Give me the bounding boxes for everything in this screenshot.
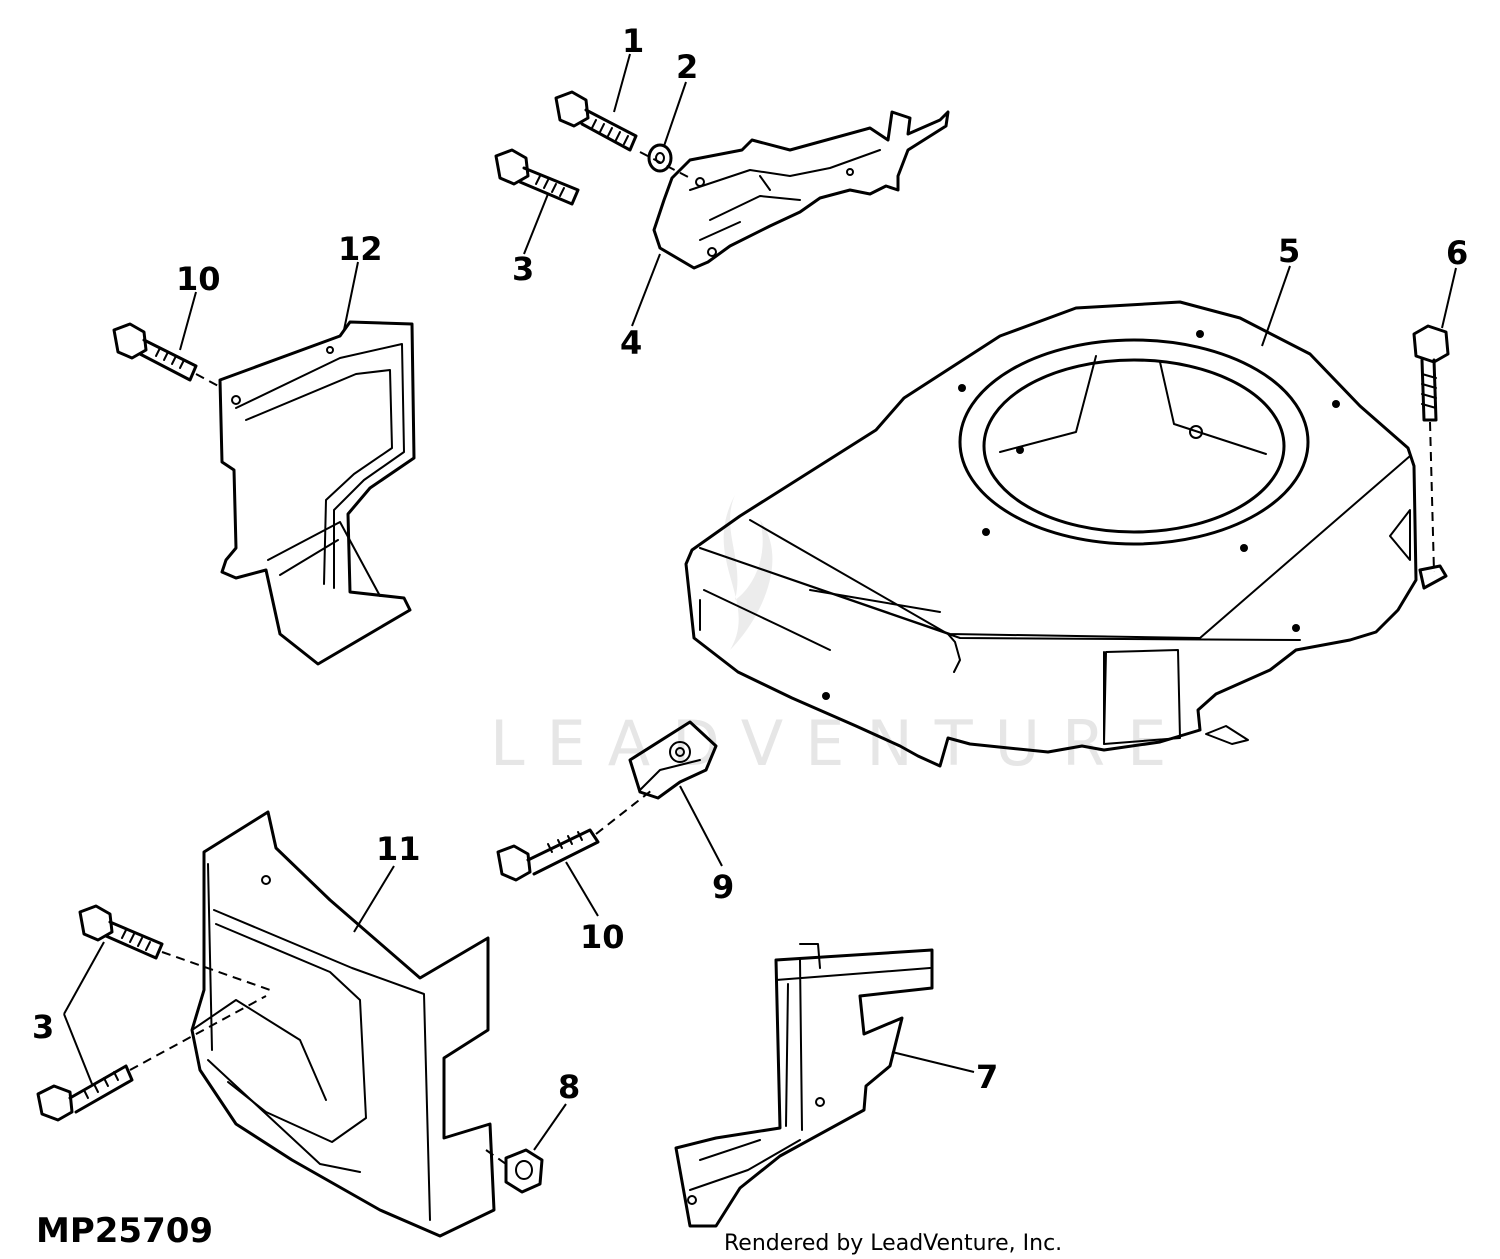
callout-10-top: 10: [176, 260, 221, 298]
watermark-text: LEADVENTURE: [490, 707, 1188, 780]
callout-10-middle: 10: [580, 918, 625, 956]
bolt-part-3-top: [494, 148, 580, 206]
bracket-part-4: [652, 110, 950, 270]
callout-5: 5: [1278, 232, 1300, 270]
callout-3-top: 3: [512, 250, 534, 288]
watermark-logo: [723, 495, 773, 650]
callout-11: 11: [376, 830, 421, 868]
callout-8: 8: [558, 1068, 580, 1106]
blower-housing-part-5: [684, 300, 1448, 768]
callout-7: 7: [976, 1058, 998, 1096]
clip-part-9: [628, 720, 718, 800]
bracket-part-7: [674, 943, 934, 1228]
callout-9: 9: [712, 868, 734, 906]
render-credit: Rendered by LeadVenture, Inc.: [724, 1231, 1062, 1256]
callout-3-lower: 3: [32, 1008, 54, 1046]
callout-1: 1: [622, 22, 644, 60]
bolt-part-10-top: [112, 322, 198, 382]
washer-part-2: [647, 143, 673, 173]
nut-part-8: [504, 1148, 544, 1194]
callout-12: 12: [338, 230, 383, 268]
bolt-part-6: [1412, 324, 1450, 422]
callout-leaders: [63, 53, 1457, 1151]
bracket-part-12: [218, 320, 416, 666]
bolt-part-10-middle: [496, 828, 600, 882]
shroud-part-11: [190, 810, 496, 1238]
diagram-code: MP25709: [36, 1211, 213, 1251]
callout-2: 2: [676, 48, 698, 86]
callout-4: 4: [620, 324, 642, 362]
bolt-part-3-lower-a: [78, 904, 164, 960]
callout-6: 6: [1446, 234, 1468, 272]
bolt-part-1: [554, 90, 638, 152]
bolt-part-3-lower-b: [36, 1064, 134, 1122]
